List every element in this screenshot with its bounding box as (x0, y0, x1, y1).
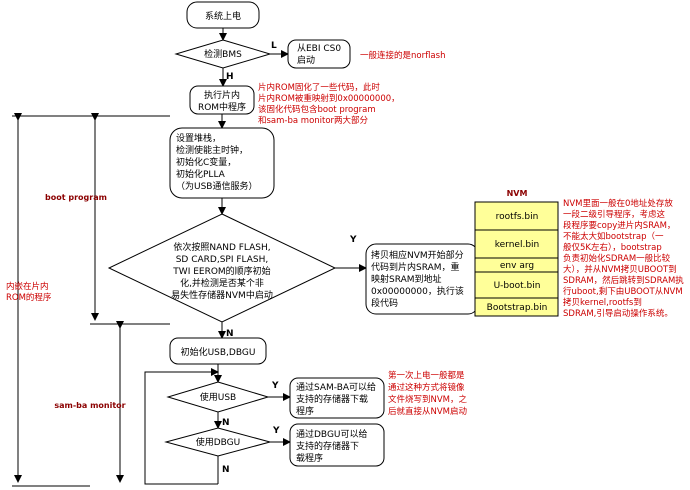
check-bms-decision: 检测BMS (174, 39, 272, 69)
ebi-boot-line2: 启动 (297, 54, 315, 66)
rom-note-line4: 和sam-ba monitor两大部分 (258, 115, 369, 126)
setup-line2: 检测使能主时钟， (176, 144, 248, 156)
nvm-block-uboot-label: U-boot.bin (494, 281, 541, 291)
rom-note-line2: 片内ROM被重映射到0x00000000， (258, 93, 400, 104)
ebi-boot-node: 从EBI CS0 启动 (287, 39, 351, 69)
samba-monitor-bracket (90, 321, 170, 483)
power-on-node: 系统上电 (186, 1, 260, 29)
rom-program-bracket (12, 113, 90, 487)
nvm-note-line4: 不能太大如bootstrap（一 (563, 231, 664, 242)
nvm-note-line2: 一段二级引导程序，考虑这 (563, 209, 666, 220)
nvm-note-line11: SDRAM,引导启动操作系统。 (563, 308, 673, 319)
samba-dbgu-node: 通过DBGU可以给 支持的存储器下 载程序 (289, 423, 385, 467)
probe-line4: 化,并检测是否某个非 (180, 277, 264, 289)
samba-dbgu-line1: 通过DBGU可以给 (296, 428, 368, 440)
probe-line3: TWI EEROM的顺序初始 (172, 265, 270, 277)
exec-rom-line2: ROM中程序 (198, 101, 246, 113)
edge-label-Y2: Y (271, 381, 279, 391)
rom-note-line1: 片内ROM固化了一些代码，此时 (258, 82, 380, 93)
nvm-note-line1: NVM里面一般在0地址处存放 (563, 198, 673, 209)
setup-line3: 初始化C变量， (176, 156, 236, 168)
samba-usb-line3: 程序 (296, 405, 314, 417)
nvm-block-kernel (474, 229, 559, 259)
edge-label-N1: N (226, 329, 234, 339)
probe-line5: 易失性存储器NVM中启动 (171, 289, 273, 301)
download-note-line4: 后就直接从NVM启动 (388, 406, 468, 417)
samba-dbgu-line3: 载程序 (296, 452, 323, 464)
nvm-note-line7: 大），并从NVM拷贝UBOOT到 (563, 264, 677, 275)
setup-line5: （为USB通信服务） (176, 180, 257, 192)
check-bms-text: 检测BMS (204, 48, 242, 60)
download-note-line1: 第一次上电一般都是 (388, 370, 465, 381)
copy-line1: 拷贝相应NVM开始部分 (371, 249, 464, 261)
nvm-memory-map: rootfs.bin kernel.bin env arg U-boot.bin… (474, 201, 559, 317)
rom-note-line3: 该固化代码包含boot program (258, 104, 376, 115)
nvm-title: NVM (507, 189, 528, 198)
edge-label-Y3: Y (272, 426, 280, 436)
ebi-boot-line1: 从EBI CS0 (297, 43, 341, 54)
copy-line2: 代码到片内SRAM，重 (371, 261, 460, 273)
nvm-block-uboot (474, 271, 559, 299)
nvm-block-rootfs-label: rootfs.bin (496, 212, 539, 222)
use-dbgu-decision: 使用DBGU (164, 427, 272, 457)
norflash-note: 一般连接的是norflash (360, 50, 445, 61)
setup-line4: 初始化PLLA (176, 168, 226, 180)
probe-nvm-decision: 依次按照NAND FLASH, SD CARD,SPI FLASH, TWI E… (107, 213, 337, 323)
setup-line1: 设置堆栈， (176, 132, 221, 144)
copy-line5: 段代码 (371, 297, 398, 309)
boot-program-label: boot program (45, 193, 107, 202)
use-usb-decision: 使用USB (166, 381, 270, 413)
edge-label-N2: N (222, 418, 230, 428)
nvm-block-env-label: env arg (500, 261, 534, 271)
rom-program-label-line1: 内嵌在片内 (6, 281, 49, 292)
edge-label-H: H (226, 72, 234, 82)
setup-node: 设置堆栈， 检测使能主时钟， 初始化C变量， 初始化PLLA （为USB通信服务… (169, 127, 275, 199)
nvm-note: NVM里面一般在0地址处存放 一段二级引导程序，考虑这 段程序要copy进片内S… (563, 198, 684, 319)
rom-note: 片内ROM固化了一些代码，此时 片内ROM被重映射到0x00000000， 该固… (258, 82, 400, 126)
probe-line2: SD CARD,SPI FLASH, (176, 255, 269, 265)
download-note: 第一次上电一般都是 通过这种方式将镜像 文件烧写到NVM，之 后就直接从NVM启… (388, 370, 468, 417)
use-usb-text: 使用USB (200, 391, 236, 403)
edge-label-L: L (271, 41, 277, 51)
copy-line4: 0x00000000，执行该 (371, 285, 464, 297)
power-on-text: 系统上电 (205, 10, 241, 22)
samba-usb-line1: 通过SAM-BA可以给 (296, 381, 376, 393)
nvm-block-bootstrap-label: Bootstrap.bin (487, 303, 548, 313)
nvm-block-kernel-label: kernel.bin (495, 240, 540, 250)
boot-program-bracket (90, 113, 170, 321)
download-note-line2: 通过这种方式将镜像 (388, 382, 465, 393)
use-dbgu-text: 使用DBGU (196, 436, 241, 448)
init-usb-node: 初始化USB,DBGU (169, 337, 267, 365)
exec-rom-line1: 执行片内 (204, 89, 240, 101)
edge-label-Y1: Y (349, 235, 357, 245)
edge-label-N3: N (222, 465, 230, 475)
nvm-note-line5: 般仅5K左右），bootstrap (563, 242, 662, 253)
samba-usb-node: 通过SAM-BA可以给 支持的存储器下载 程序 (289, 377, 385, 419)
nvm-note-line6: 负责初始化SDRAM一般比较 (563, 253, 671, 264)
nvm-note-line8: SDRAM，然后跳转到SDRAM执 (563, 275, 684, 286)
samba-usb-line2: 支持的存储器下载 (296, 393, 368, 405)
samba-dbgu-line2: 支持的存储器下 (296, 440, 359, 452)
nvm-note-line10: 拷贝kernel,rootfs到 (563, 297, 642, 308)
init-usb-text: 初始化USB,DBGU (181, 346, 256, 358)
nvm-block-rootfs (474, 201, 559, 231)
copy-line3: 映射SRAM到地址 (371, 273, 442, 285)
exec-rom-node: 执行片内 ROM中程序 (189, 85, 255, 115)
samba-monitor-label: sam-ba monitor (54, 401, 125, 410)
copy-nvm-node: 拷贝相应NVM开始部分 代码到片内SRAM，重 映射SRAM到地址 0x0000… (365, 243, 479, 315)
nvm-note-line9: 行uboot,剩下由UBOOT从NVM (563, 286, 683, 297)
rom-program-label-line2: ROM的程序 (6, 292, 52, 303)
nvm-note-line3: 段程序要copy进片内SRAM， (563, 220, 675, 231)
download-note-line3: 文件烧写到NVM，之 (388, 394, 468, 405)
nvm-block-bootstrap (474, 297, 559, 317)
probe-line1: 依次按照NAND FLASH, (173, 241, 270, 253)
